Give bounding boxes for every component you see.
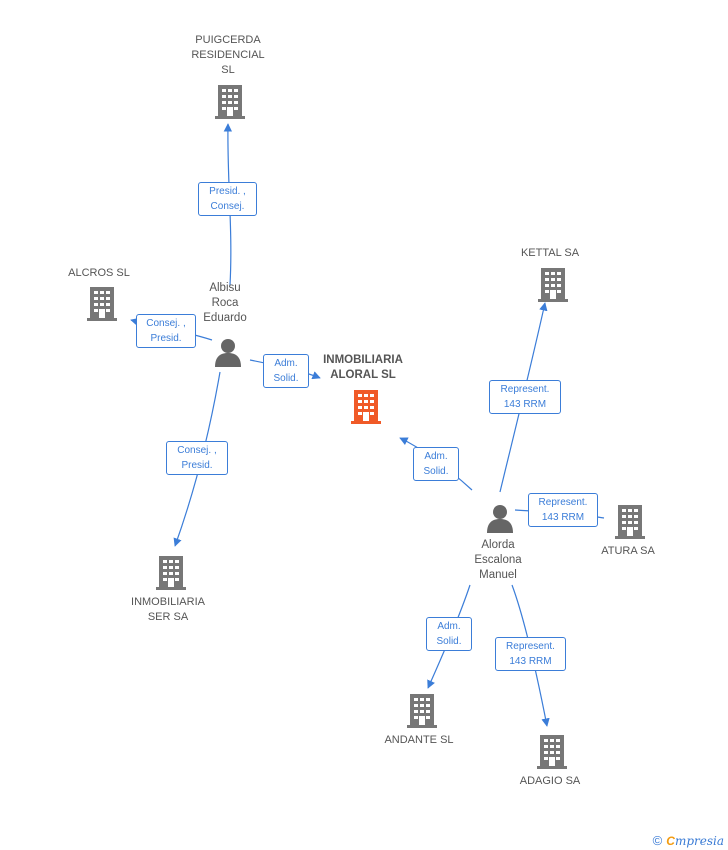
andante-building-icon[interactable] bbox=[407, 694, 437, 728]
brand-logo-initial: C bbox=[666, 834, 675, 848]
alcros-label[interactable]: ALCROS SL bbox=[68, 267, 130, 279]
edge-label-albisu-aloral: Adm. Solid. bbox=[263, 354, 309, 388]
brand-logo-text: mpresia bbox=[674, 834, 724, 848]
puigcerda-building-icon[interactable] bbox=[215, 85, 245, 119]
alorda-person-icon[interactable] bbox=[487, 505, 513, 533]
edge-label-albisu-ser: Consej. , Presid. bbox=[166, 441, 228, 475]
aloral-label[interactable]: INMOBILIARIA ALORAL SL bbox=[323, 354, 403, 381]
edge-label-alorda-kettal: Represent. 143 RRM bbox=[489, 380, 561, 414]
edge-label-albisu-puigcerda: Presid. , Consej. bbox=[198, 182, 257, 216]
atura-building-icon[interactable] bbox=[615, 505, 645, 539]
adagio-label[interactable]: ADAGIO SA bbox=[519, 775, 581, 787]
albisu-person-icon[interactable] bbox=[215, 339, 241, 367]
puigcerda-label[interactable]: PUIGCERDA RESIDENCIAL SL bbox=[191, 34, 265, 76]
edge-label-alorda-adagio: Represent. 143 RRM bbox=[495, 637, 566, 671]
kettal-label[interactable]: KETTAL SA bbox=[520, 247, 580, 259]
atura-label[interactable]: ATURA SA bbox=[601, 545, 655, 557]
ser-label[interactable]: INMOBILIARIA SER SA bbox=[131, 596, 205, 623]
edge-label-alorda-aloral: Adm. Solid. bbox=[413, 447, 459, 481]
kettal-building-icon[interactable] bbox=[538, 268, 568, 302]
ser-building-icon[interactable] bbox=[156, 556, 186, 590]
aloral-building-icon[interactable] bbox=[351, 390, 381, 424]
footer-brand: ©Cmpresia bbox=[653, 833, 724, 848]
adagio-building-icon[interactable] bbox=[537, 735, 567, 769]
alcros-building-icon[interactable] bbox=[87, 287, 117, 321]
albisu-label[interactable]: Albisu Roca Eduardo bbox=[203, 282, 247, 324]
copyright-icon: © bbox=[652, 833, 663, 848]
edge-label-alorda-atura: Represent. 143 RRM bbox=[528, 493, 598, 527]
edge-label-alorda-andante: Adm. Solid. bbox=[426, 617, 472, 651]
andante-label[interactable]: ANDANTE SL bbox=[384, 734, 454, 746]
alorda-label[interactable]: Alorda Escalona Manuel bbox=[474, 539, 522, 581]
edge-label-albisu-alcros: Consej. , Presid. bbox=[136, 314, 196, 348]
